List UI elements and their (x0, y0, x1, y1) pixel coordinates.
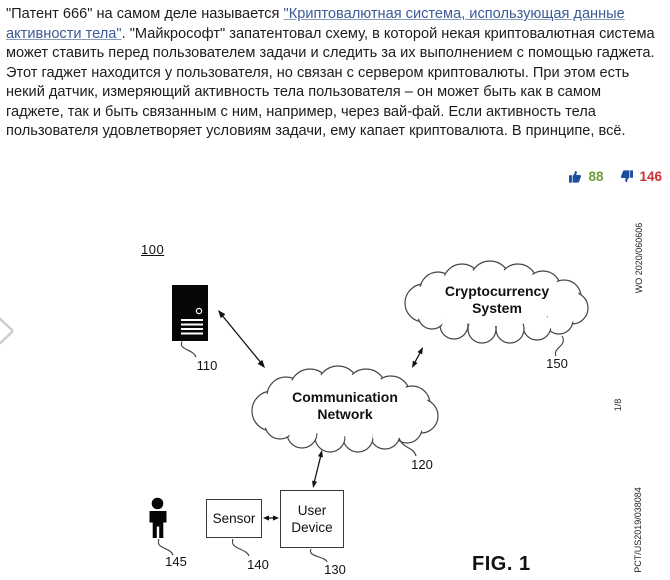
patent-link[interactable]: "Криптовалютная система, использующая да… (6, 6, 625, 42)
user-device-box: User Device (280, 490, 344, 548)
figure-ref-100: 100 (141, 242, 165, 257)
article-text-after: . "Майкрософт" запатентовал схему, в кот… (6, 25, 655, 140)
thumbs-up-icon (568, 169, 583, 184)
person-icon (149, 497, 167, 538)
votes-bar: 88 146 (568, 169, 662, 184)
watermark-x-icon (0, 317, 14, 345)
thumbs-down-icon (619, 169, 634, 184)
figure-caption: FIG. 1 (472, 553, 531, 575)
server-icon (172, 285, 208, 341)
thumbs-down-button[interactable]: 146 (619, 169, 662, 184)
article-text-before: "Патент 666" на самом деле называется (6, 6, 284, 22)
user-device-line1: User (297, 503, 327, 518)
sensor-box: Sensor (206, 499, 262, 538)
figure-ref-130: 130 (324, 562, 346, 577)
figure-ref-145: 145 (165, 554, 187, 569)
communication-network-label: Communication Network (268, 389, 422, 423)
figure-ref-140: 140 (247, 557, 269, 572)
figure-ref-150: 150 (546, 356, 568, 371)
upvote-count: 88 (588, 169, 604, 184)
publication-number-vertical: WO 2020/060606 (634, 222, 644, 294)
patent-figure: 100 110 120 150 145 140 130 Communicatio… (0, 200, 670, 580)
user-device-line2: Device (291, 520, 333, 535)
cryptocurrency-system-line1: Cryptocurrency (444, 283, 550, 299)
figure-ref-110: 110 (196, 358, 218, 373)
sheet-number-vertical: 1/8 (613, 398, 623, 412)
cryptocurrency-system-line2: System (472, 300, 522, 316)
cryptocurrency-system-label: Cryptocurrency System (418, 283, 576, 317)
application-number-vertical: PCT/US2019/038084 (633, 487, 643, 573)
communication-network-line1: Communication (292, 389, 398, 405)
downvote-count: 146 (639, 169, 662, 184)
sensor-box-label: Sensor (212, 511, 256, 526)
figure-ref-120: 120 (411, 457, 433, 472)
communication-network-line2: Network (317, 406, 373, 422)
thumbs-up-button[interactable]: 88 (568, 169, 603, 184)
article-paragraph: "Патент 666" на самом деле называется "К… (6, 5, 658, 142)
